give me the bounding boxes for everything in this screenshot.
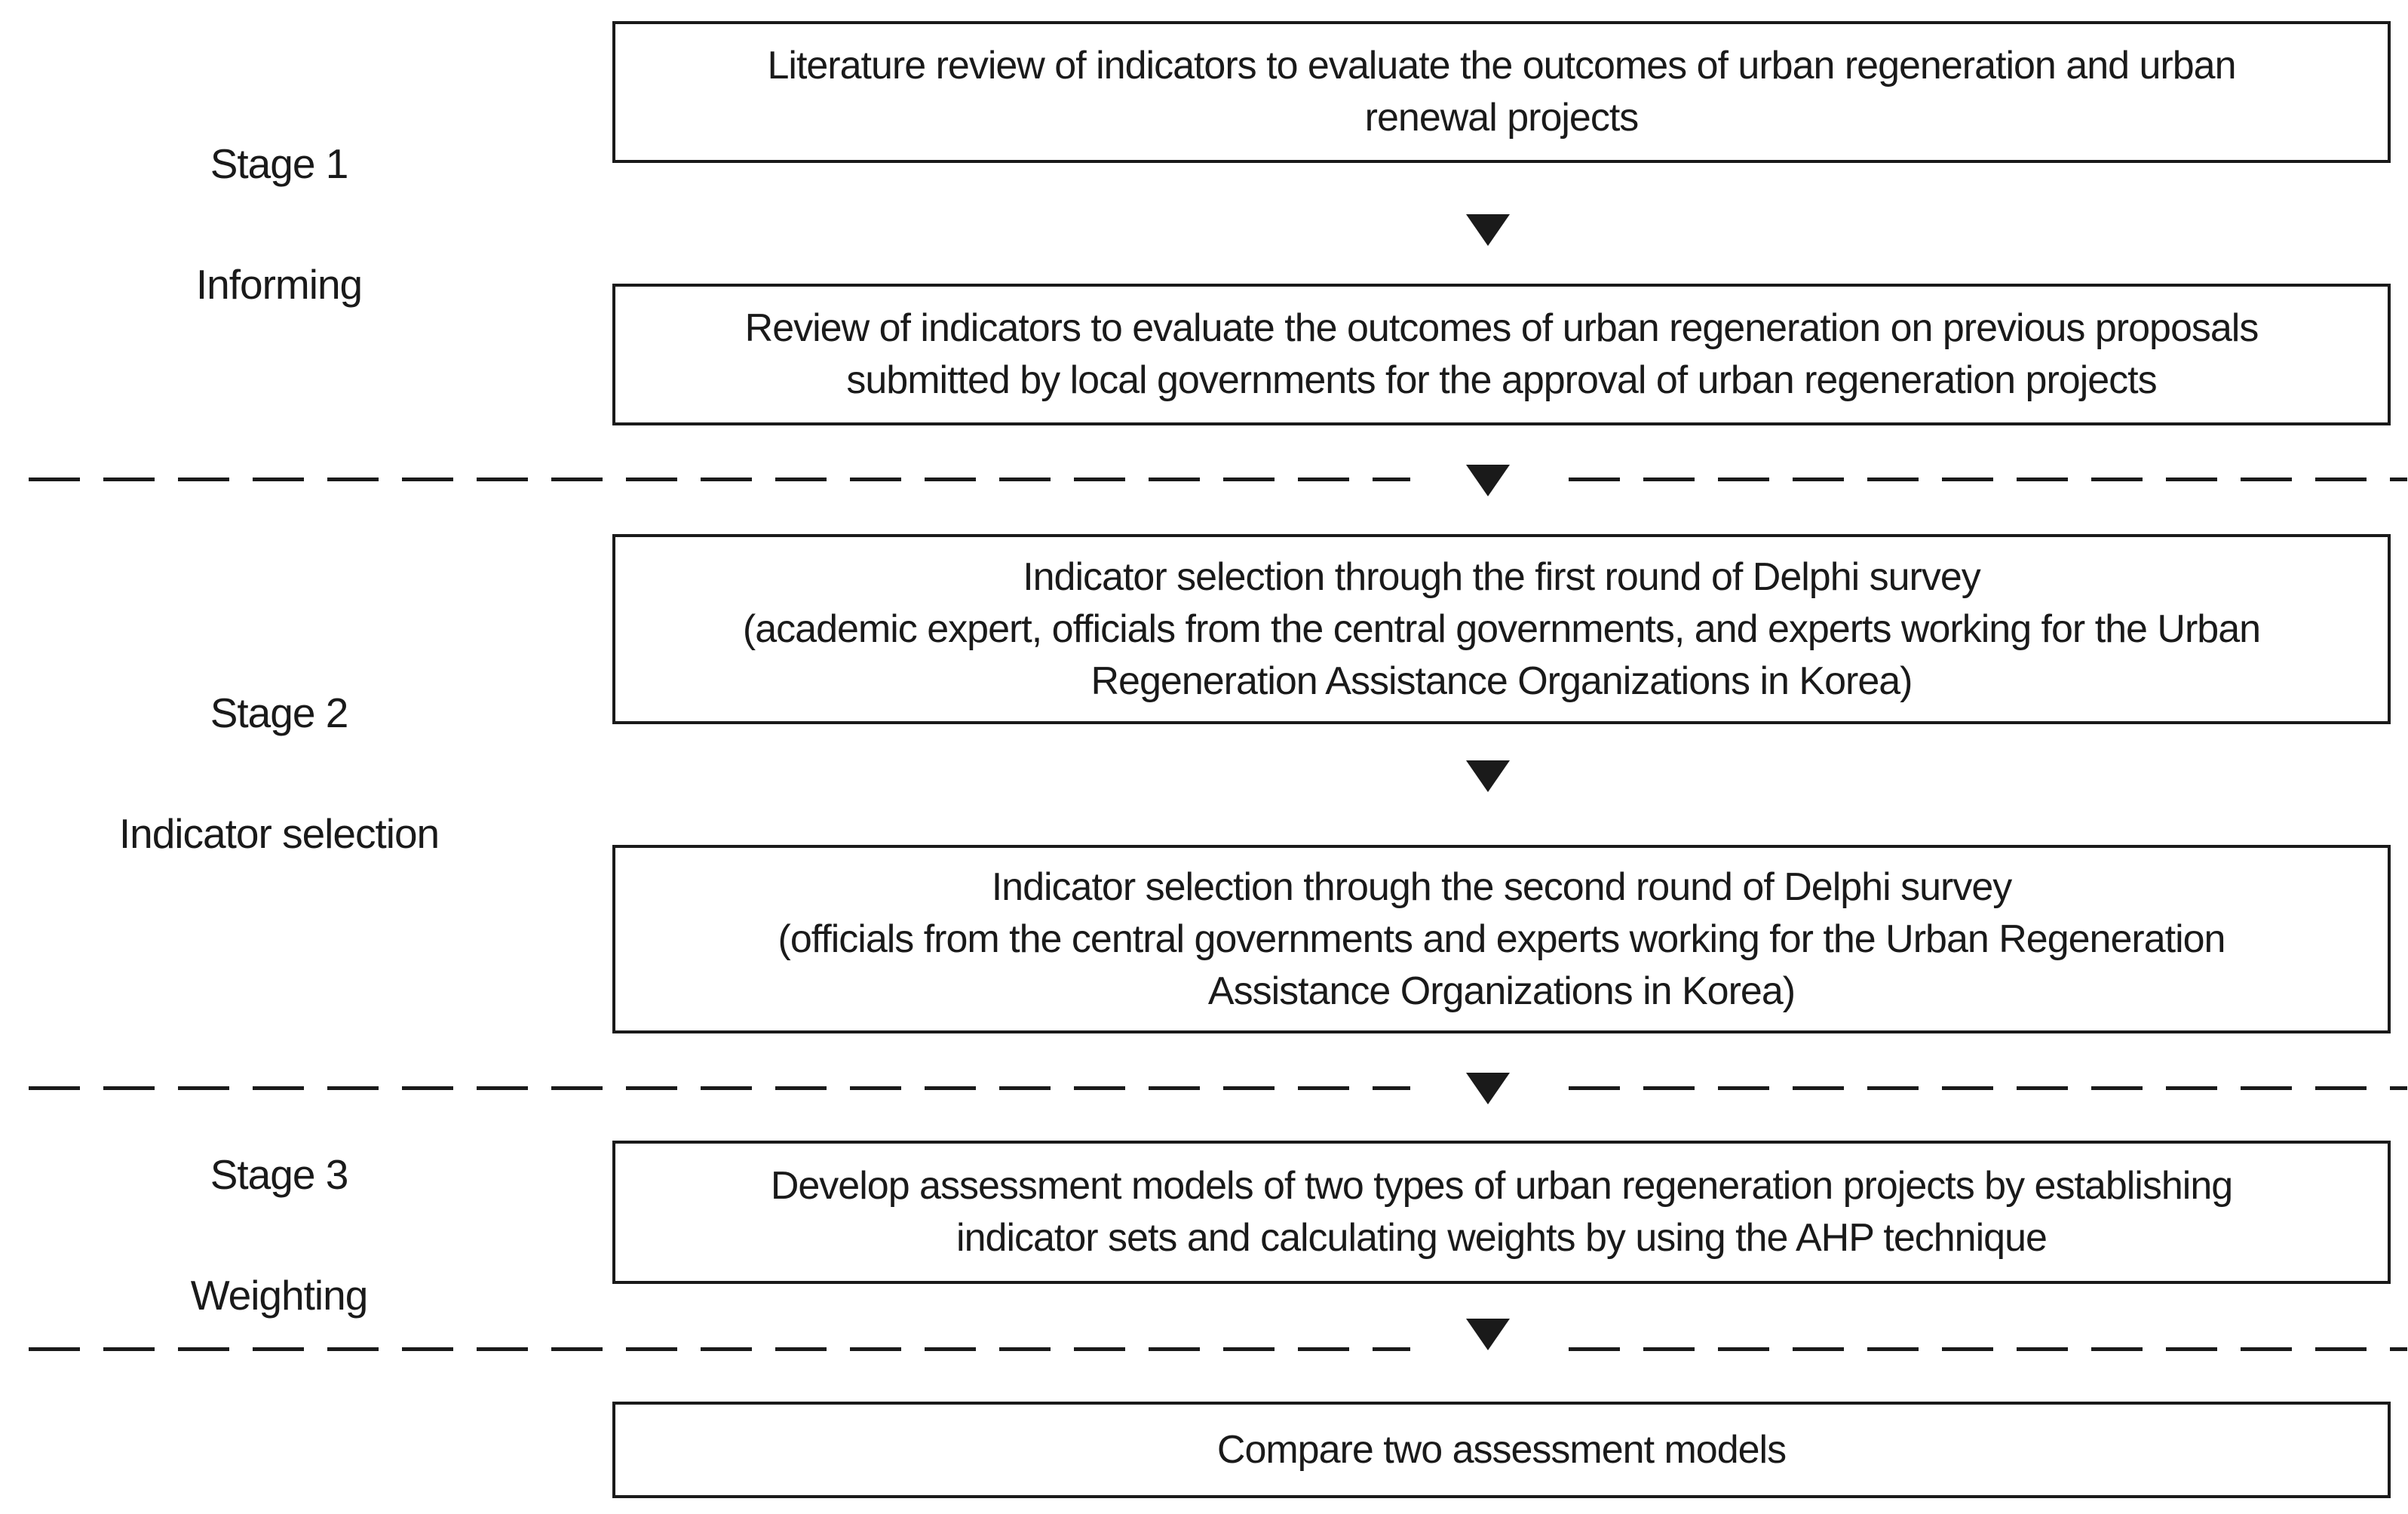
- process-box-proposal-review: Review of indicators to evaluate the out…: [612, 284, 2391, 425]
- stage-3-label: Stage 3: [210, 1151, 349, 1198]
- process-box-text: Indicator selection through the second r…: [778, 864, 2226, 1013]
- stage-2-name: Indicator selection: [118, 810, 440, 857]
- stage-divider-left: [29, 1347, 1410, 1351]
- process-box-text: Develop assessment models of two types o…: [770, 1164, 2233, 1260]
- flow-arrow-icon: [1466, 465, 1510, 496]
- stage-divider-left: [29, 478, 1410, 481]
- flow-arrow-icon: [1466, 760, 1510, 792]
- stage-3-name: Weighting: [190, 1272, 369, 1319]
- stage-1-name: Informing: [195, 261, 363, 308]
- flow-arrow-icon: [1466, 214, 1510, 246]
- stage-1-label: Stage 1: [210, 140, 349, 187]
- stage-divider-right: [1569, 1086, 2407, 1090]
- stage-2-label: Stage 2: [210, 689, 349, 736]
- process-box-text: Compare two assessment models: [1216, 1427, 1787, 1472]
- process-box-text: Indicator selection through the first ro…: [742, 554, 2261, 703]
- stage-divider-right: [1569, 478, 2407, 481]
- process-box-compare-models: Compare two assessment models: [612, 1402, 2391, 1498]
- process-box-ahp-models: Develop assessment models of two types o…: [612, 1141, 2391, 1284]
- process-box-text: Literature review of indicators to evalu…: [767, 44, 2236, 140]
- process-box-delphi-round-2: Indicator selection through the second r…: [612, 845, 2391, 1033]
- stage-divider-left: [29, 1086, 1410, 1090]
- process-box-text: Review of indicators to evaluate the out…: [744, 306, 2259, 402]
- process-box-delphi-round-1: Indicator selection through the first ro…: [612, 534, 2391, 724]
- flow-arrow-icon: [1466, 1319, 1510, 1350]
- stage-divider-right: [1569, 1347, 2407, 1351]
- flow-arrow-icon: [1466, 1073, 1510, 1104]
- process-box-literature-review: Literature review of indicators to evalu…: [612, 21, 2391, 163]
